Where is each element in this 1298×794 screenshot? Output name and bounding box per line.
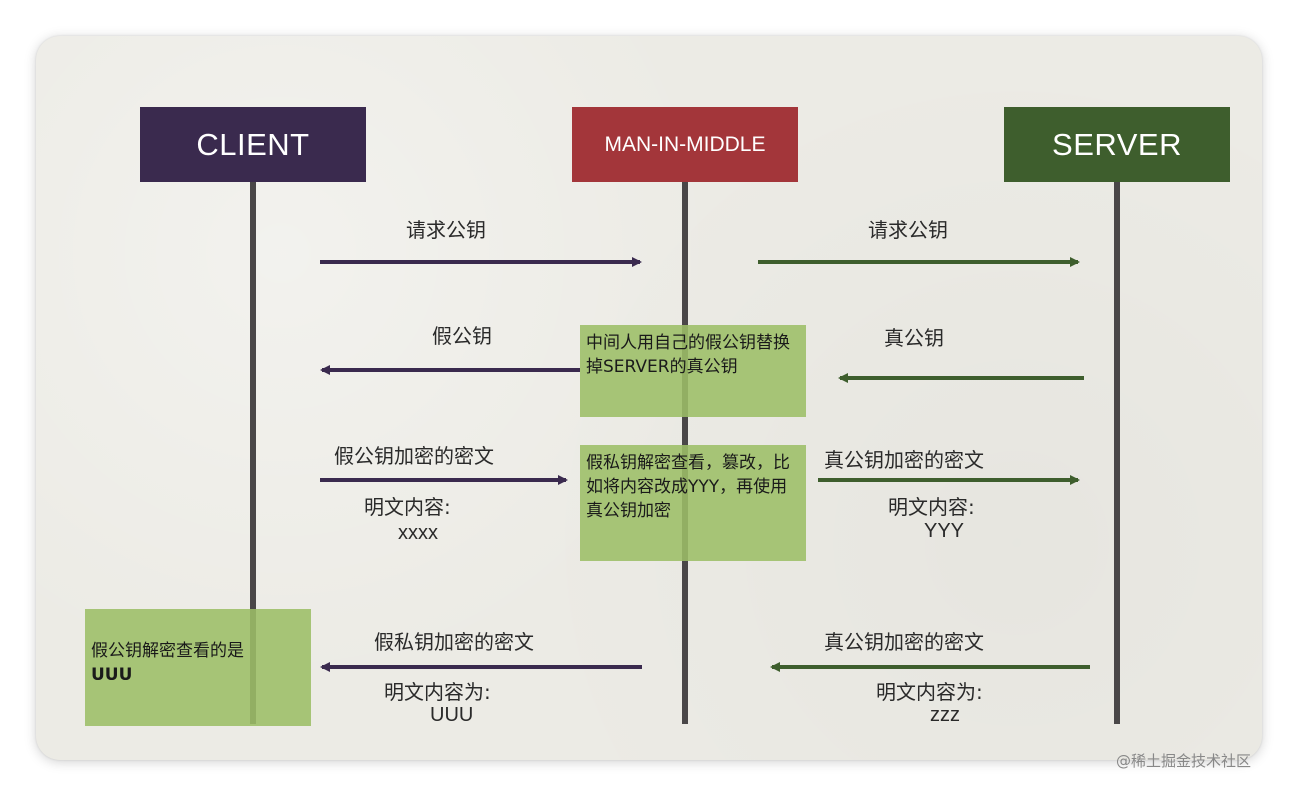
- value-plaintext-is-left: UUU: [430, 704, 474, 726]
- value-plaintext-left: xxxx: [398, 522, 438, 544]
- client-header: CLIENT: [140, 107, 366, 182]
- value-plaintext-right: YYY: [924, 520, 965, 542]
- server-lifeline: [1114, 182, 1120, 724]
- label-plaintext-right: 明文内容:: [888, 495, 975, 519]
- label-plaintext-is-left: 明文内容为:: [384, 680, 491, 704]
- label-fake-private-ciphertext: 假私钥加密的密文: [374, 630, 534, 654]
- client-lifeline: [250, 182, 256, 724]
- note-mitm-tamper: 假私钥解密查看，篡改，比如将内容改成YYY，再使用真公钥加密: [580, 445, 806, 561]
- label-plaintext-left: 明文内容:: [364, 495, 451, 519]
- note-mitm-key-swap: 中间人用自己的假公钥替换掉SERVER的真公钥: [580, 325, 806, 417]
- label-real-key: 真公钥: [884, 326, 944, 350]
- watermark: @稀土掘金技术社区: [1116, 752, 1252, 770]
- label-real-key-ciphertext-response: 真公钥加密的密文: [824, 630, 984, 654]
- note-client-decrypt: 假公钥解密查看的是 UUU: [85, 609, 311, 726]
- note-client-decrypt-line1: 假公钥解密查看的是: [91, 641, 244, 661]
- label-real-key-ciphertext: 真公钥加密的密文: [824, 448, 984, 472]
- label-request-key-left: 请求公钥: [406, 218, 486, 242]
- label-plaintext-is-right: 明文内容为:: [876, 680, 983, 704]
- label-fake-key: 假公钥: [432, 324, 492, 348]
- server-header: SERVER: [1004, 107, 1230, 182]
- value-plaintext-is-right: zzz: [930, 704, 960, 726]
- label-request-key-right: 请求公钥: [868, 218, 948, 242]
- label-fake-key-ciphertext: 假公钥加密的密文: [334, 444, 494, 468]
- mitm-header: MAN-IN-MIDDLE: [572, 107, 798, 182]
- note-client-decrypt-line2: UUU: [91, 665, 133, 685]
